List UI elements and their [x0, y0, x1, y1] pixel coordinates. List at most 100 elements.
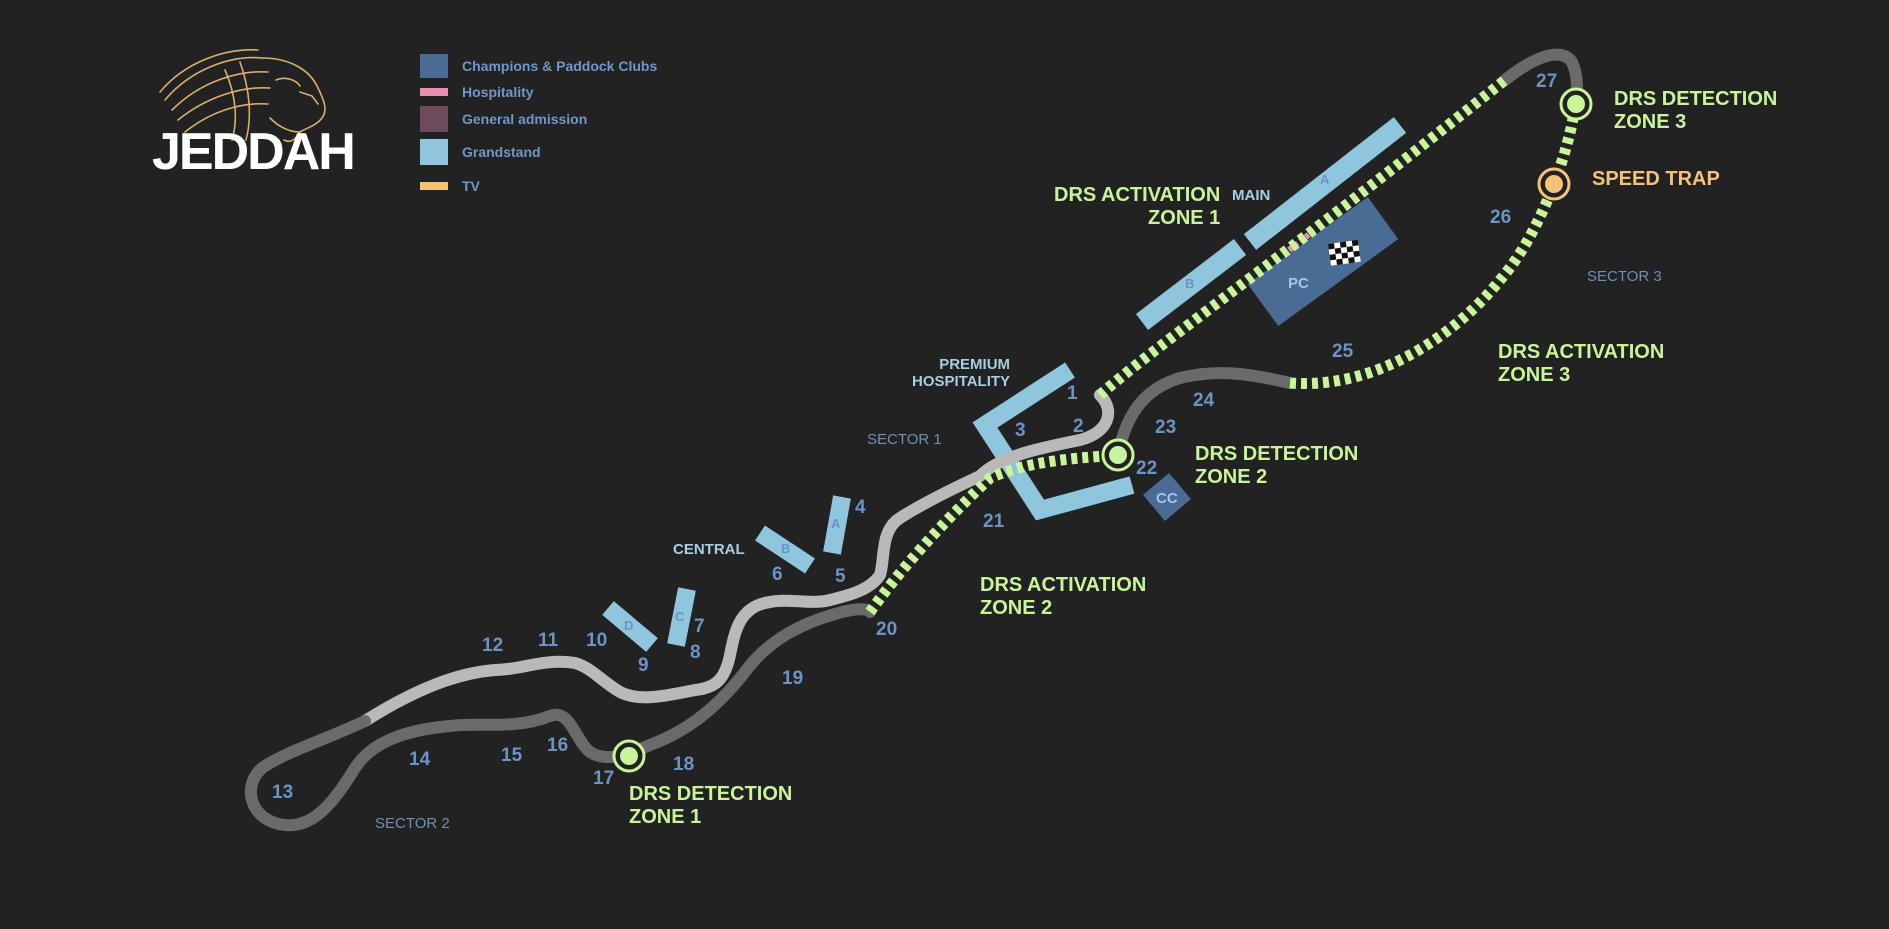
sector-3-label: SECTOR 3 [1587, 268, 1662, 285]
turn-23: 23 [1155, 417, 1177, 438]
grandstand-premium-line2: HOSPITALITY [912, 373, 1011, 391]
turn-9: 9 [638, 655, 649, 676]
turn-17: 17 [593, 768, 615, 789]
grandstand-premium-hospitality [972, 362, 1135, 521]
sector-1-label: SECTOR 1 [867, 431, 942, 448]
drs-activation-zone-2-line2: ZONE 2 [980, 597, 1053, 619]
grandstand-central-a-letter: A [831, 516, 841, 531]
turn-2: 2 [1073, 416, 1084, 437]
drs-activation-zone-3-line2: ZONE 3 [1498, 364, 1571, 386]
turn-22: 22 [1136, 458, 1158, 479]
checkered-flag-icon [1328, 239, 1361, 266]
turn-25: 25 [1332, 341, 1354, 362]
turn-13: 13 [272, 782, 294, 803]
drs-activation-zone-2-label: DRS ACTIVATION ZONE 2 [980, 574, 1146, 620]
turn-6: 6 [772, 564, 783, 585]
turn-18: 18 [673, 754, 695, 775]
turn-19: 19 [782, 668, 804, 689]
drs-activation-zone-3-line1: DRS ACTIVATION [1498, 341, 1665, 363]
drs-activation-zone-1-label: DRS ACTIVATION ZONE 1 [1054, 184, 1220, 230]
legend-item-tv: TV [420, 172, 480, 200]
legend-label-grandstand: Grandstand [462, 144, 541, 160]
drs-zone-1-path [1096, 75, 1509, 400]
grandstand-premium-label: PREMIUM HOSPITALITY [912, 356, 1010, 391]
turn-16: 16 [547, 735, 569, 756]
champions-club-label: CC [1156, 490, 1178, 507]
drs-detection-zone-3-line2: ZONE 3 [1614, 111, 1687, 133]
legend-label-tv: TV [462, 178, 480, 194]
drs-detection-marker-2 [1101, 438, 1135, 472]
lion-head-icon [159, 49, 326, 143]
drs-activation-zone-1-line1: DRS ACTIVATION [1054, 184, 1221, 206]
paddock-club-label: PC [1288, 275, 1309, 292]
turn-10: 10 [586, 630, 608, 651]
drs-zones [865, 75, 1581, 616]
turn-24: 24 [1193, 390, 1215, 411]
grandstand-central-c-letter: C [675, 609, 685, 624]
paddock-club-box [1247, 196, 1399, 327]
legend-label-clubs: Champions & Paddock Clubs [462, 58, 658, 74]
turn-14: 14 [409, 749, 431, 770]
turn-11: 11 [538, 630, 559, 651]
grandstand-main-label: MAIN [1232, 187, 1271, 204]
drs-detection-marker-3 [1559, 87, 1593, 121]
legend-swatch-clubs [420, 54, 448, 78]
legend-swatch-grandstand [420, 139, 448, 165]
legend-item-hospitality: Hospitality [420, 78, 534, 106]
drs-detection-zone-2-line1: DRS DETECTION [1195, 443, 1359, 465]
drs-detection-zone-1-line2: ZONE 1 [629, 806, 702, 828]
grandstand-central-b-letter: B [781, 541, 791, 556]
legend-swatch-hospitality [420, 88, 448, 96]
drs-activation-zone-2-line1: DRS ACTIVATION [980, 574, 1147, 596]
grandstand-central-d [602, 601, 658, 652]
turn-7: 7 [694, 616, 705, 637]
turn-15: 15 [501, 745, 523, 766]
speed-trap-marker [1537, 167, 1571, 201]
grandstand-central-label: CENTRAL [673, 541, 745, 558]
drs-detection-zone-2-line2: ZONE 2 [1195, 466, 1268, 488]
turn-20: 20 [876, 619, 898, 640]
speed-trap-label: SPEED TRAP [1592, 168, 1720, 190]
track-sector-1 [359, 389, 1115, 727]
turn-1: 1 [1067, 383, 1078, 404]
grandstand-central-b [755, 525, 815, 574]
drs-activation-zone-1-line2: ZONE 1 [1148, 207, 1221, 229]
legend-item-general: General admission [420, 105, 587, 133]
grandstand-central [602, 495, 851, 652]
turn-4: 4 [855, 497, 866, 518]
grandstand-central-c [667, 587, 696, 647]
legend-swatch-general [420, 106, 448, 132]
drs-detection-zone-3-line1: DRS DETECTION [1614, 88, 1778, 110]
grandstand-main-a-letter: A [1320, 172, 1330, 187]
grandstand-central-a [823, 495, 851, 555]
drs-detection-marker-1 [612, 739, 646, 773]
grandstand-main-a [1243, 117, 1407, 250]
turn-8: 8 [690, 642, 701, 663]
turn-12: 12 [482, 635, 504, 656]
track-sector-2 [245, 603, 876, 832]
grandstand-central-d-letter: D [624, 618, 634, 633]
legend-label-general: General admission [462, 111, 588, 127]
legend-item-clubs: Champions & Paddock Clubs [420, 52, 657, 80]
turn-21: 21 [983, 511, 1005, 532]
drs-activation-zone-3-label: DRS ACTIVATION ZONE 3 [1498, 341, 1664, 387]
grandstand-main-b-letter: B [1185, 276, 1195, 291]
turn-27: 27 [1536, 71, 1558, 92]
legend-swatch-tv [420, 182, 448, 190]
drs-zone-3-path [1289, 104, 1581, 390]
drs-detection-zone-2-label: DRS DETECTION ZONE 2 [1195, 443, 1358, 489]
sector-2-label: SECTOR 2 [375, 815, 450, 832]
grandstand-main-b [1135, 239, 1247, 330]
turn-5: 5 [835, 566, 846, 587]
legend-item-grandstand: Grandstand [420, 138, 541, 166]
legend-label-hospitality: Hospitality [462, 84, 534, 100]
champions-club-box [1143, 473, 1191, 521]
drs-detection-zone-1-line1: DRS DETECTION [629, 783, 793, 805]
drs-zone-2-path [865, 449, 1119, 616]
logo-text: JEDDAH [152, 123, 356, 181]
drs-detection-zone-1-label: DRS DETECTION ZONE 1 [629, 783, 792, 829]
turn-3: 3 [1015, 420, 1026, 441]
turn-26: 26 [1490, 207, 1512, 228]
grandstand-premium-line1: PREMIUM [939, 356, 1011, 373]
